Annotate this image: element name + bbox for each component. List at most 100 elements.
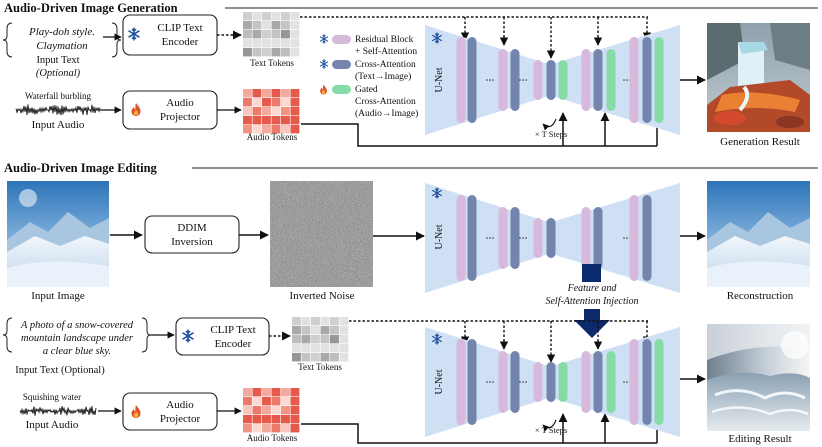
legend-residual-1: Residual Block xyxy=(355,35,414,45)
reconstruction-image xyxy=(707,181,810,287)
edit-unet2-label: U-Net xyxy=(434,369,445,394)
audio-token-cell xyxy=(262,116,271,125)
audio-token-cell xyxy=(243,107,252,116)
audio-token-cell xyxy=(281,89,290,98)
audio-token-cell xyxy=(271,98,281,107)
legend-gated-2: Cross-Attention xyxy=(355,97,416,107)
unet-cross-block xyxy=(593,207,603,269)
gen-text-conditioning-lines xyxy=(300,16,652,59)
audio-token-cell xyxy=(290,406,300,415)
unet-ellipsis xyxy=(492,381,494,383)
gen-audio-waveform xyxy=(15,104,101,116)
edit-text-prompt: A photo of a snow-covered mountain lands… xyxy=(2,317,152,357)
unet-residual-block xyxy=(456,37,466,123)
audio-token-cell xyxy=(243,125,252,134)
text-token-cell xyxy=(301,353,311,362)
gen-audio-tokens-label: Audio Tokens xyxy=(247,132,298,142)
edit-prompt-line-3: a clear blue sky. xyxy=(43,346,111,357)
unet-cross-block xyxy=(546,218,556,258)
text-token-cell xyxy=(281,21,290,30)
audio-token-cell xyxy=(271,116,281,125)
audio-token-cell xyxy=(243,406,252,415)
audio-token-cell xyxy=(252,125,262,134)
text-token-cell xyxy=(262,30,271,39)
unet-ellipsis xyxy=(626,79,628,81)
gen-text-prompt: Play-doh style. Claymation xyxy=(2,22,122,58)
unet-cross-block xyxy=(642,339,652,425)
text-token-cell xyxy=(339,344,349,353)
text-token-cell xyxy=(339,353,349,362)
audio-token-cell xyxy=(281,388,290,397)
legend: Residual Block + Self-Attention Cross-At… xyxy=(319,34,418,119)
unet-ellipsis xyxy=(626,381,628,383)
audio-token-cell xyxy=(290,388,300,397)
text-token-cell xyxy=(262,39,271,48)
ddim-label-2: Inversion xyxy=(171,236,213,248)
unet-ellipsis xyxy=(522,79,524,81)
edit-projector-label-1: Audio xyxy=(166,399,194,411)
text-token-cell xyxy=(290,21,300,30)
ddim-label-1: DDIM xyxy=(177,222,207,234)
gen-unet-label: U-Net xyxy=(434,67,445,92)
unet-residual-block xyxy=(533,60,543,100)
gen-audio-caption: Waterfall burbling xyxy=(25,91,92,101)
audio-token-cell xyxy=(281,415,290,424)
unet-residual-block xyxy=(456,339,466,425)
gen-result-label: Generation Result xyxy=(720,136,800,148)
audio-token-cell xyxy=(262,98,271,107)
gen-clip-label-2: Encoder xyxy=(162,36,199,48)
legend-cross-1: Cross-Attention xyxy=(355,60,416,70)
gen-projector-label-1: Audio xyxy=(166,97,194,109)
unet-ellipsis xyxy=(626,237,628,239)
text-token-cell xyxy=(243,39,252,48)
audio-token-cell xyxy=(252,415,262,424)
unet-ellipsis xyxy=(486,237,488,239)
audio-token-cell xyxy=(243,116,252,125)
edit-text-tokens-label: Text Tokens xyxy=(298,362,342,372)
unet-ellipsis xyxy=(522,381,524,383)
legend-swatch-residual xyxy=(332,35,351,44)
unet-cross-block xyxy=(510,207,520,269)
unet-residual-block xyxy=(581,49,591,111)
unet-cross-block xyxy=(546,60,556,100)
unet-residual-block xyxy=(629,37,639,123)
text-token-cell xyxy=(320,335,330,344)
unet-gated-block xyxy=(654,339,664,425)
text-token-cell xyxy=(290,48,300,57)
edit-unet xyxy=(425,327,680,437)
gen-unet xyxy=(425,25,680,135)
text-token-cell xyxy=(271,21,281,30)
text-token-cell xyxy=(281,12,290,21)
audio-token-cell xyxy=(290,125,300,134)
section-title-editing: Audio-Driven Image Editing xyxy=(4,161,158,175)
audio-token-cell xyxy=(281,424,290,433)
audio-token-cell xyxy=(243,388,252,397)
unet-gated-block xyxy=(654,37,664,123)
unet-residual-block xyxy=(498,207,508,269)
unet-residual-block xyxy=(629,195,639,281)
unet-ellipsis xyxy=(492,237,494,239)
text-token-cell xyxy=(320,353,330,362)
audio-token-cell xyxy=(290,98,300,107)
audio-token-cell xyxy=(262,415,271,424)
text-token-cell xyxy=(281,39,290,48)
text-token-cell xyxy=(311,335,320,344)
gen-clip-encoder: CLIP Text Encoder xyxy=(122,14,218,56)
unet-ellipsis xyxy=(519,79,521,81)
snowflake-icon xyxy=(319,59,329,69)
audio-token-cell xyxy=(252,397,262,406)
text-token-cell xyxy=(301,335,311,344)
unet-cross-block xyxy=(593,49,603,111)
edit-audio-caption: Squishing water xyxy=(23,392,81,402)
unet-ellipsis xyxy=(489,237,491,239)
audio-token-cell xyxy=(290,107,300,116)
unet-gated-block xyxy=(558,362,568,402)
audio-token-cell xyxy=(290,424,300,433)
generation-result-image xyxy=(707,23,810,132)
gen-projector-label-2: Projector xyxy=(160,111,201,123)
text-token-cell xyxy=(339,326,349,335)
unet-cross-block xyxy=(510,351,520,413)
unet-residual-block xyxy=(581,207,591,269)
unet-residual-block xyxy=(498,351,508,413)
text-token-cell xyxy=(271,12,281,21)
